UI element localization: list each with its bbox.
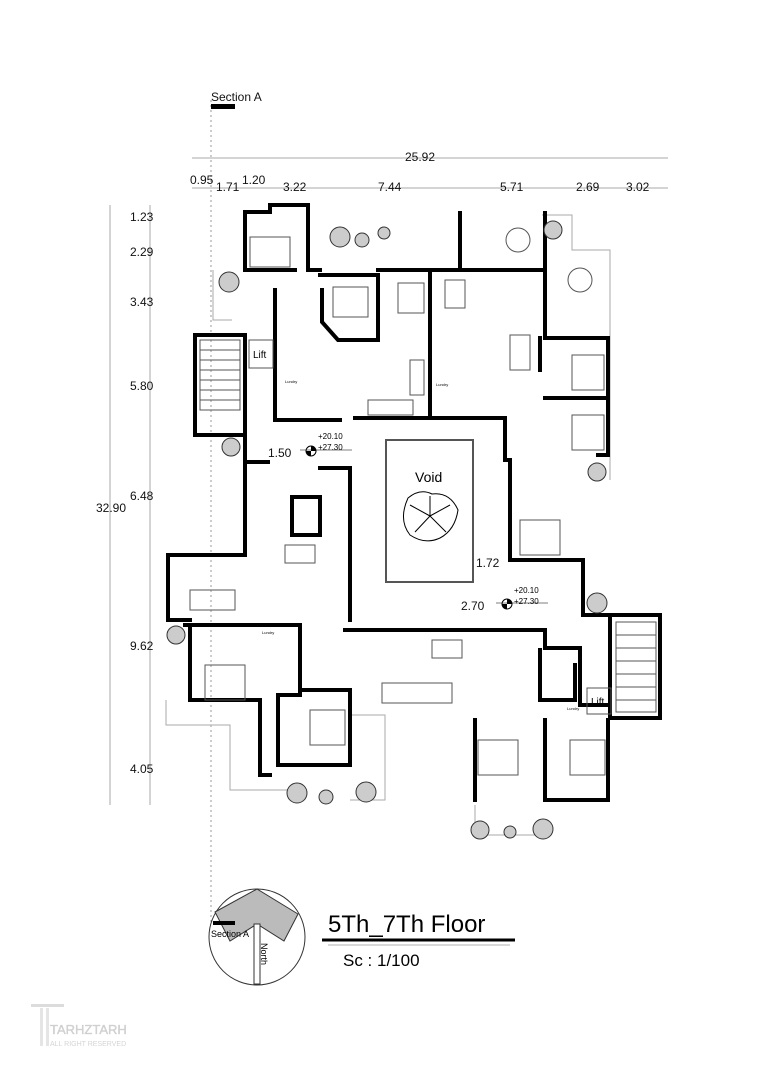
lift-label-right: Lift xyxy=(591,697,605,708)
dimension-top-4: 7.44 xyxy=(378,180,402,194)
dimension-overall-width: 25.92 xyxy=(405,150,435,164)
dimension-top-0: 0.95 xyxy=(190,173,214,187)
left-dimension-lines xyxy=(109,205,151,805)
laundry-label-1: Lundry xyxy=(285,379,297,384)
laundry-label-3: Lundry xyxy=(262,630,274,635)
dimension-top-3: 3.22 xyxy=(283,180,307,194)
level-marker-2 xyxy=(496,598,548,610)
dimension-left-2: 3.43 xyxy=(130,295,154,309)
dimension-top-7: 3.02 xyxy=(626,180,650,194)
laundry-label-2: Lundry xyxy=(436,382,448,387)
dimension-top-1: 1.71 xyxy=(216,180,240,194)
furniture xyxy=(189,227,606,776)
level-1-upper: +20.10 xyxy=(318,432,343,441)
dimension-left-0: 1.23 xyxy=(130,210,154,224)
plant-icons xyxy=(166,220,608,840)
logo-tagline: ALL RIGHT RESERVED xyxy=(50,1041,126,1048)
level-2-upper: +20.10 xyxy=(514,586,539,595)
drawing-title: 5Th_7Th Floor xyxy=(328,911,485,938)
level-marker-1 xyxy=(300,445,352,457)
top-dimension-lines xyxy=(192,157,668,189)
dimension-interior-0: 1.50 xyxy=(268,446,292,460)
logo: TARHZTARH ALL RIGHT RESERVED xyxy=(31,1004,127,1048)
north-arrow-icon xyxy=(208,888,306,986)
north-arrow-section-label: Section A xyxy=(211,929,249,939)
void-tree-icon xyxy=(403,491,459,542)
level-1-lower: +27.30 xyxy=(318,443,343,452)
walls xyxy=(166,203,662,802)
north-label: North xyxy=(259,943,269,965)
laundry-label-4: Lundry xyxy=(567,706,579,711)
section-marker-label: Section A xyxy=(211,90,262,104)
lift-label-left: Lift xyxy=(253,350,267,361)
lift-left xyxy=(248,339,274,369)
void-label: Void xyxy=(415,469,442,485)
dimension-left-4: 6.48 xyxy=(130,489,154,503)
dimension-overall-height: 32.90 xyxy=(96,501,126,515)
dimension-left-5: 9.62 xyxy=(130,639,154,653)
stairs-left xyxy=(199,339,241,411)
dimension-top-2: 1.20 xyxy=(242,173,266,187)
dimension-top-6: 2.69 xyxy=(576,180,600,194)
logo-name: TARHZTARH xyxy=(50,1022,127,1037)
dimension-interior-1: 1.72 xyxy=(476,556,500,570)
dimension-interior-2: 2.70 xyxy=(461,599,485,613)
section-marker-bar xyxy=(211,104,235,109)
dimension-top-5: 5.71 xyxy=(500,180,524,194)
void-opening xyxy=(385,439,474,583)
dimension-left-6: 4.05 xyxy=(130,762,154,776)
balcony-outlines xyxy=(165,214,611,836)
dimension-left-3: 5.80 xyxy=(130,379,154,393)
stairs-right xyxy=(615,621,657,713)
lift-right xyxy=(586,687,612,715)
level-2-lower: +27.30 xyxy=(514,597,539,606)
drawing-scale: Sc : 1/100 xyxy=(343,951,420,970)
dimension-left-1: 2.29 xyxy=(130,245,154,259)
